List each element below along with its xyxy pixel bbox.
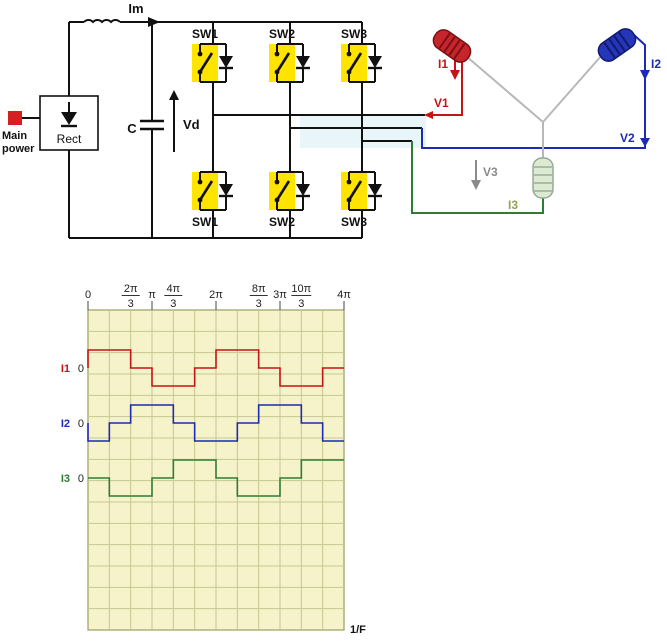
x-tick-label: 10π 3 [291, 283, 312, 310]
x-tick-label: 2π 3 [121, 283, 140, 310]
inverter-leg-3: SW3 SW3 [339, 22, 384, 238]
main-power-label-line1: Main [2, 130, 27, 142]
waveform-I1 [87, 349, 344, 387]
dc-link-capacitor: C [127, 22, 164, 238]
phase1-voltage-label: V1 [434, 96, 449, 110]
phase-output-lines [213, 114, 425, 142]
svg-text:8π: 8π [252, 283, 266, 295]
x-axis-tick-labels: 0 2π 3 π 4π 3 2π 8π 3 3π 10π 3 4π [85, 283, 351, 310]
dc-bus: Im [69, 1, 362, 239]
svg-text:3: 3 [298, 298, 304, 310]
x-tick-label: 3π [273, 289, 287, 301]
i1-arrow-icon [450, 70, 460, 80]
winding-phase2-coil [597, 28, 637, 62]
series-label-i2: I2 [61, 418, 70, 430]
motor-windings [432, 28, 637, 199]
winding-phase1-coil [432, 29, 472, 63]
switch-label-top-3: SW3 [341, 27, 367, 41]
v2-arrow-icon [640, 138, 650, 147]
switch-module-bottom-3 [339, 170, 384, 212]
main-power-indicator [8, 111, 22, 125]
dc-voltage-arrow: Vd [169, 90, 200, 152]
svg-text:4π: 4π [166, 283, 180, 295]
switch-label-top-1: SW1 [192, 27, 218, 41]
series-label-i3: I3 [61, 473, 70, 485]
series-zero-i3: 0 [78, 473, 84, 485]
waveform-I3 [88, 459, 344, 497]
svg-text:10π: 10π [291, 283, 311, 295]
star-connection [465, 54, 603, 158]
series-label-i1: I1 [61, 363, 70, 375]
switch-label-bottom-2: SW2 [269, 215, 295, 229]
x-tick-label: π [148, 289, 156, 301]
svg-text:2π: 2π [124, 283, 138, 295]
phase3-wiring: V3 I3 [411, 141, 544, 214]
i2-arrow-icon [640, 70, 650, 80]
rectifier: Rect [39, 22, 99, 238]
svg-text:3: 3 [170, 298, 176, 310]
phase3-voltage-label: V3 [483, 165, 498, 179]
series-zero-i2: 0 [78, 418, 84, 430]
x-axis-tick-marks [87, 301, 345, 310]
series-labels: I1 0 I2 0 I3 0 [61, 363, 84, 485]
up-arrow-icon [169, 90, 179, 100]
x-tick-label: 8π 3 [249, 283, 268, 310]
phase2-voltage-label: V2 [620, 131, 635, 145]
x-tick-label: 4π [337, 289, 351, 301]
switch-label-bottom-3: SW3 [341, 215, 367, 229]
current-arrow-icon [148, 17, 160, 27]
phase1-current-label: I1 [438, 57, 448, 71]
inverter-leg-1: SW1 SW1 [190, 22, 235, 238]
phase2-current-label: I2 [651, 57, 661, 71]
waveform-I2 [87, 404, 344, 442]
main-power-label-line2: power [2, 143, 35, 155]
rectifier-label: Rect [57, 132, 82, 146]
switch-module-top-2 [267, 42, 312, 84]
v1-arrow-icon [424, 111, 433, 119]
x-tick-label: 2π [209, 289, 223, 301]
switch-module-top-3 [339, 42, 384, 84]
inductor-coil-icon [83, 19, 121, 24]
waveform-traces [87, 349, 344, 497]
switch-label-bottom-1: SW1 [192, 215, 218, 229]
switch-module-bottom-1 [190, 170, 235, 212]
dc-voltage-label: Vd [183, 117, 200, 132]
dc-link-current-label: Im [128, 1, 143, 16]
x-tick-label: 0 [85, 289, 91, 301]
phase2-wiring: I2 V2 [421, 33, 661, 149]
switch-label-top-2: SW2 [269, 27, 295, 41]
winding-phase3-coil [532, 157, 554, 199]
capacitor-label: C [127, 121, 137, 136]
switch-module-bottom-2 [267, 170, 312, 212]
series-zero-i1: 0 [78, 363, 84, 375]
x-axis-caption: 1/F [350, 624, 366, 636]
svg-text:3: 3 [256, 298, 262, 310]
v3-arrow-icon [471, 180, 481, 190]
main-power-source: Main power [2, 111, 40, 155]
switch-module-top-1 [190, 42, 235, 84]
phase3-current-label: I3 [508, 198, 518, 212]
diode-icon [61, 112, 77, 125]
x-tick-label: 4π 3 [164, 283, 183, 310]
svg-text:3: 3 [128, 298, 134, 310]
